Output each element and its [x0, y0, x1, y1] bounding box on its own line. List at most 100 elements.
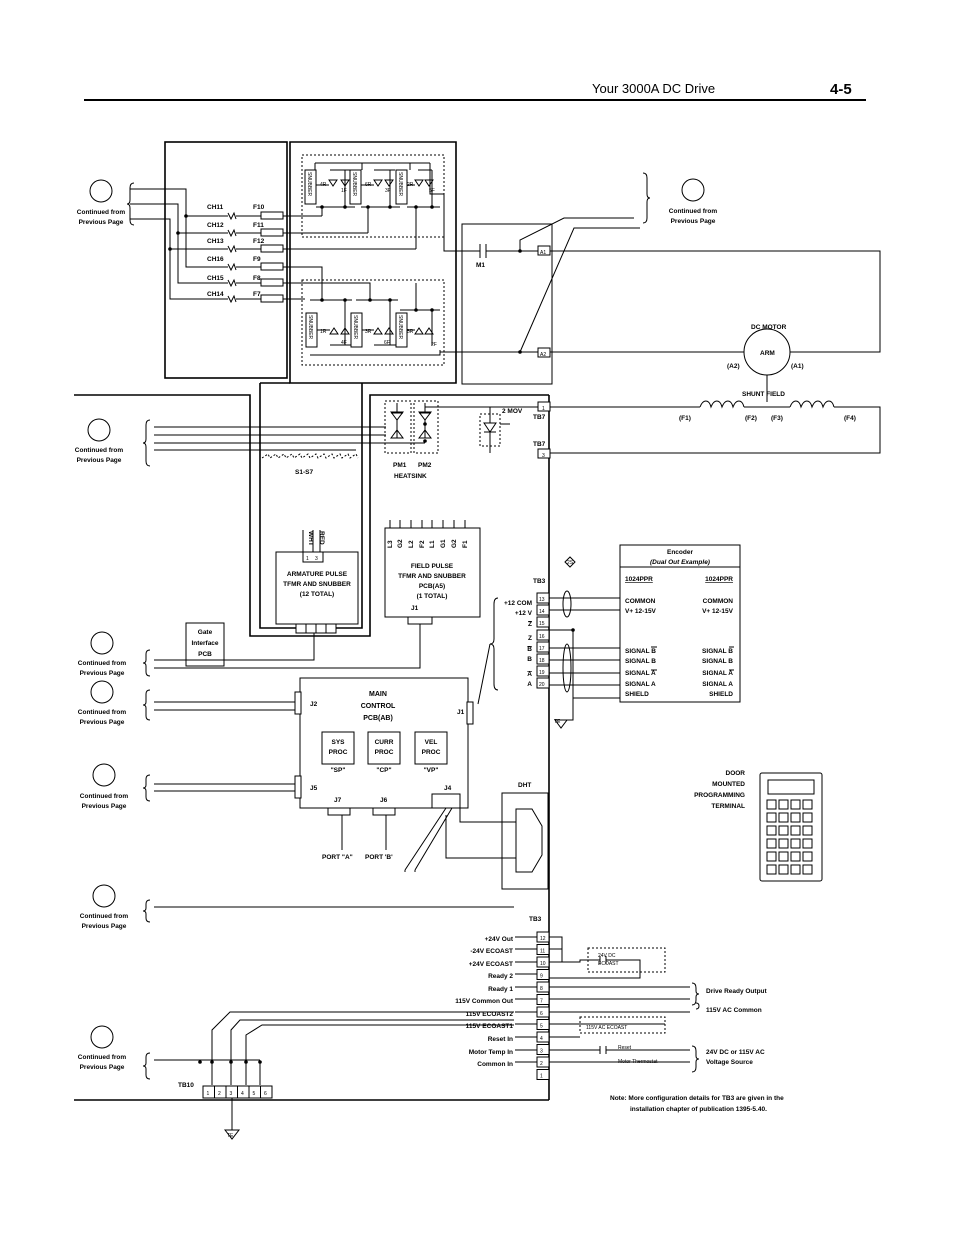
keypad-key [802, 812, 813, 823]
keypad-key [802, 838, 813, 849]
svg-text:Voltage Source: Voltage Source [706, 1059, 753, 1066]
footnote: Note: More configuration details for TB3… [610, 1095, 784, 1113]
svg-text:(1 TOTAL): (1 TOTAL) [417, 593, 448, 600]
keypad-key [790, 812, 801, 823]
svg-text:20: 20 [539, 682, 545, 688]
svg-text:F12: F12 [253, 238, 265, 245]
svg-text:"SP": "SP" [331, 767, 346, 774]
svg-text:Z: Z [528, 621, 532, 628]
svg-text:CONTROL: CONTROL [361, 703, 396, 710]
svg-text:Continued from: Continued from [80, 913, 129, 920]
svg-text:PROC: PROC [422, 749, 441, 756]
continued-marker-5: Continued from Previous Page [78, 680, 151, 726]
svg-text:Reset In: Reset In [488, 1036, 513, 1043]
keypad-key [766, 864, 777, 875]
svg-text:"VP": "VP" [424, 767, 439, 774]
enclosure-outline [74, 141, 553, 1101]
page-number: 4-5 [830, 81, 852, 98]
svg-text:J6: J6 [380, 797, 388, 804]
terminal-number: 4 [540, 1036, 543, 1042]
svg-text:14: 14 [539, 609, 545, 615]
terminal [260, 1085, 273, 1099]
svg-text:+12 COM: +12 COM [504, 600, 532, 607]
svg-text:TE: TE [554, 719, 561, 725]
svg-text:TB3: TB3 [533, 578, 546, 585]
keypad-key [766, 838, 777, 849]
terminal [536, 981, 550, 993]
svg-text:115V ECOAST1: 115V ECOAST1 [466, 1023, 514, 1030]
fuse-row: CH13 F12 [130, 218, 304, 254]
svg-text:SNUBBER: SNUBBER [397, 172, 403, 197]
terminal-number: 3 [540, 1049, 543, 1055]
svg-text:4F: 4F [341, 340, 347, 346]
svg-text:TB7: TB7 [533, 414, 546, 421]
svg-text:16: 16 [539, 634, 545, 640]
svg-text:SHIELD: SHIELD [625, 691, 649, 698]
keypad-key [790, 825, 801, 836]
svg-text:SIGNAL A: SIGNAL A [702, 681, 733, 688]
svg-text:RED: RED [318, 531, 325, 545]
svg-text:Ready 1: Ready 1 [488, 986, 513, 993]
terminal [536, 1044, 550, 1055]
s-switch-bank: S1-S7 [261, 453, 359, 476]
svg-text:PROGRAMMING: PROGRAMMING [694, 792, 745, 799]
keypad-key [766, 851, 777, 862]
svg-text:PORT 'B': PORT 'B' [365, 854, 393, 861]
svg-text:G1: G1 [440, 539, 447, 548]
svg-text:15: 15 [539, 621, 545, 627]
svg-text:Z: Z [528, 635, 532, 642]
svg-text:F8: F8 [253, 275, 261, 282]
svg-text:V+ 12-15V: V+ 12-15V [702, 608, 734, 615]
svg-text:(12 TOTAL): (12 TOTAL) [300, 591, 334, 598]
svg-text:Gate: Gate [198, 629, 213, 636]
terminal [536, 969, 550, 980]
svg-text:+24V Out: +24V Out [485, 936, 514, 943]
continued-marker-4: Continued from Previous Page [78, 631, 151, 677]
svg-text:J4: J4 [444, 785, 452, 792]
keypad-key [790, 864, 801, 875]
terminal-number: 1 [207, 1091, 210, 1097]
continued-marker-1: Continued from Previous Page [77, 179, 135, 226]
svg-text:TFMR AND SNUBBER: TFMR AND SNUBBER [283, 581, 351, 588]
svg-text:CH11: CH11 [207, 204, 224, 211]
svg-text:19: 19 [539, 670, 545, 676]
svg-text:SNUBBER: SNUBBER [306, 172, 312, 197]
svg-text:L3: L3 [387, 540, 394, 548]
svg-text:1F: 1F [341, 188, 347, 194]
svg-text:Note: More configuration deta: Note: More configuration details for TB3… [610, 1095, 784, 1102]
svg-text:PROC: PROC [329, 749, 348, 756]
svg-text:Continued from: Continued from [75, 447, 124, 454]
terminal-number: 6 [264, 1091, 267, 1097]
keypad-key [778, 799, 789, 810]
shunt-field: SHUNT FIELD (F1) (F2) (F3) (F4) [549, 391, 881, 454]
svg-text:A: A [527, 671, 532, 678]
svg-text:1024PPR: 1024PPR [625, 576, 653, 583]
svg-text:SIGNAL A: SIGNAL A [702, 670, 733, 677]
keypad-key [766, 825, 777, 836]
svg-text:WHT: WHT [307, 531, 314, 546]
svg-text:Motor Thermostat: Motor Thermostat [618, 1059, 658, 1065]
svg-text:VEL: VEL [425, 739, 438, 746]
svg-text:ECOAST: ECOAST [598, 961, 619, 967]
snubber-unit: SNUBBER 6R 3F [349, 169, 400, 209]
terminal-block: 13 14 15 16 17 18 19 20 [536, 592, 550, 689]
svg-text:L2: L2 [408, 540, 415, 548]
svg-text:B: B [527, 646, 532, 653]
svg-text:Previous Page: Previous Page [80, 719, 125, 726]
svg-text:18: 18 [539, 658, 545, 664]
svg-text:Continued from: Continued from [78, 709, 127, 716]
svg-text:(F4): (F4) [844, 415, 856, 422]
svg-text:B: B [527, 656, 532, 663]
svg-text:CH13: CH13 [207, 238, 224, 245]
svg-text:Drive Ready Output: Drive Ready Output [706, 988, 768, 995]
svg-text:3F: 3F [385, 188, 391, 194]
svg-text:SNUBBER: SNUBBER [352, 315, 358, 340]
heatsink-assembly: PM1 PM2 HEATSINK 2 MOV TB7 1 TB7 3 [154, 400, 551, 480]
fuse-row: CH11 F10 [130, 188, 304, 221]
encoder: Encoder (Dual Out Example) 1024PPR COMMO… [619, 544, 741, 703]
continued-marker-6: Continued from Previous Page [80, 763, 151, 810]
keypad-key [802, 799, 813, 810]
terminal-number: 12 [540, 936, 546, 942]
